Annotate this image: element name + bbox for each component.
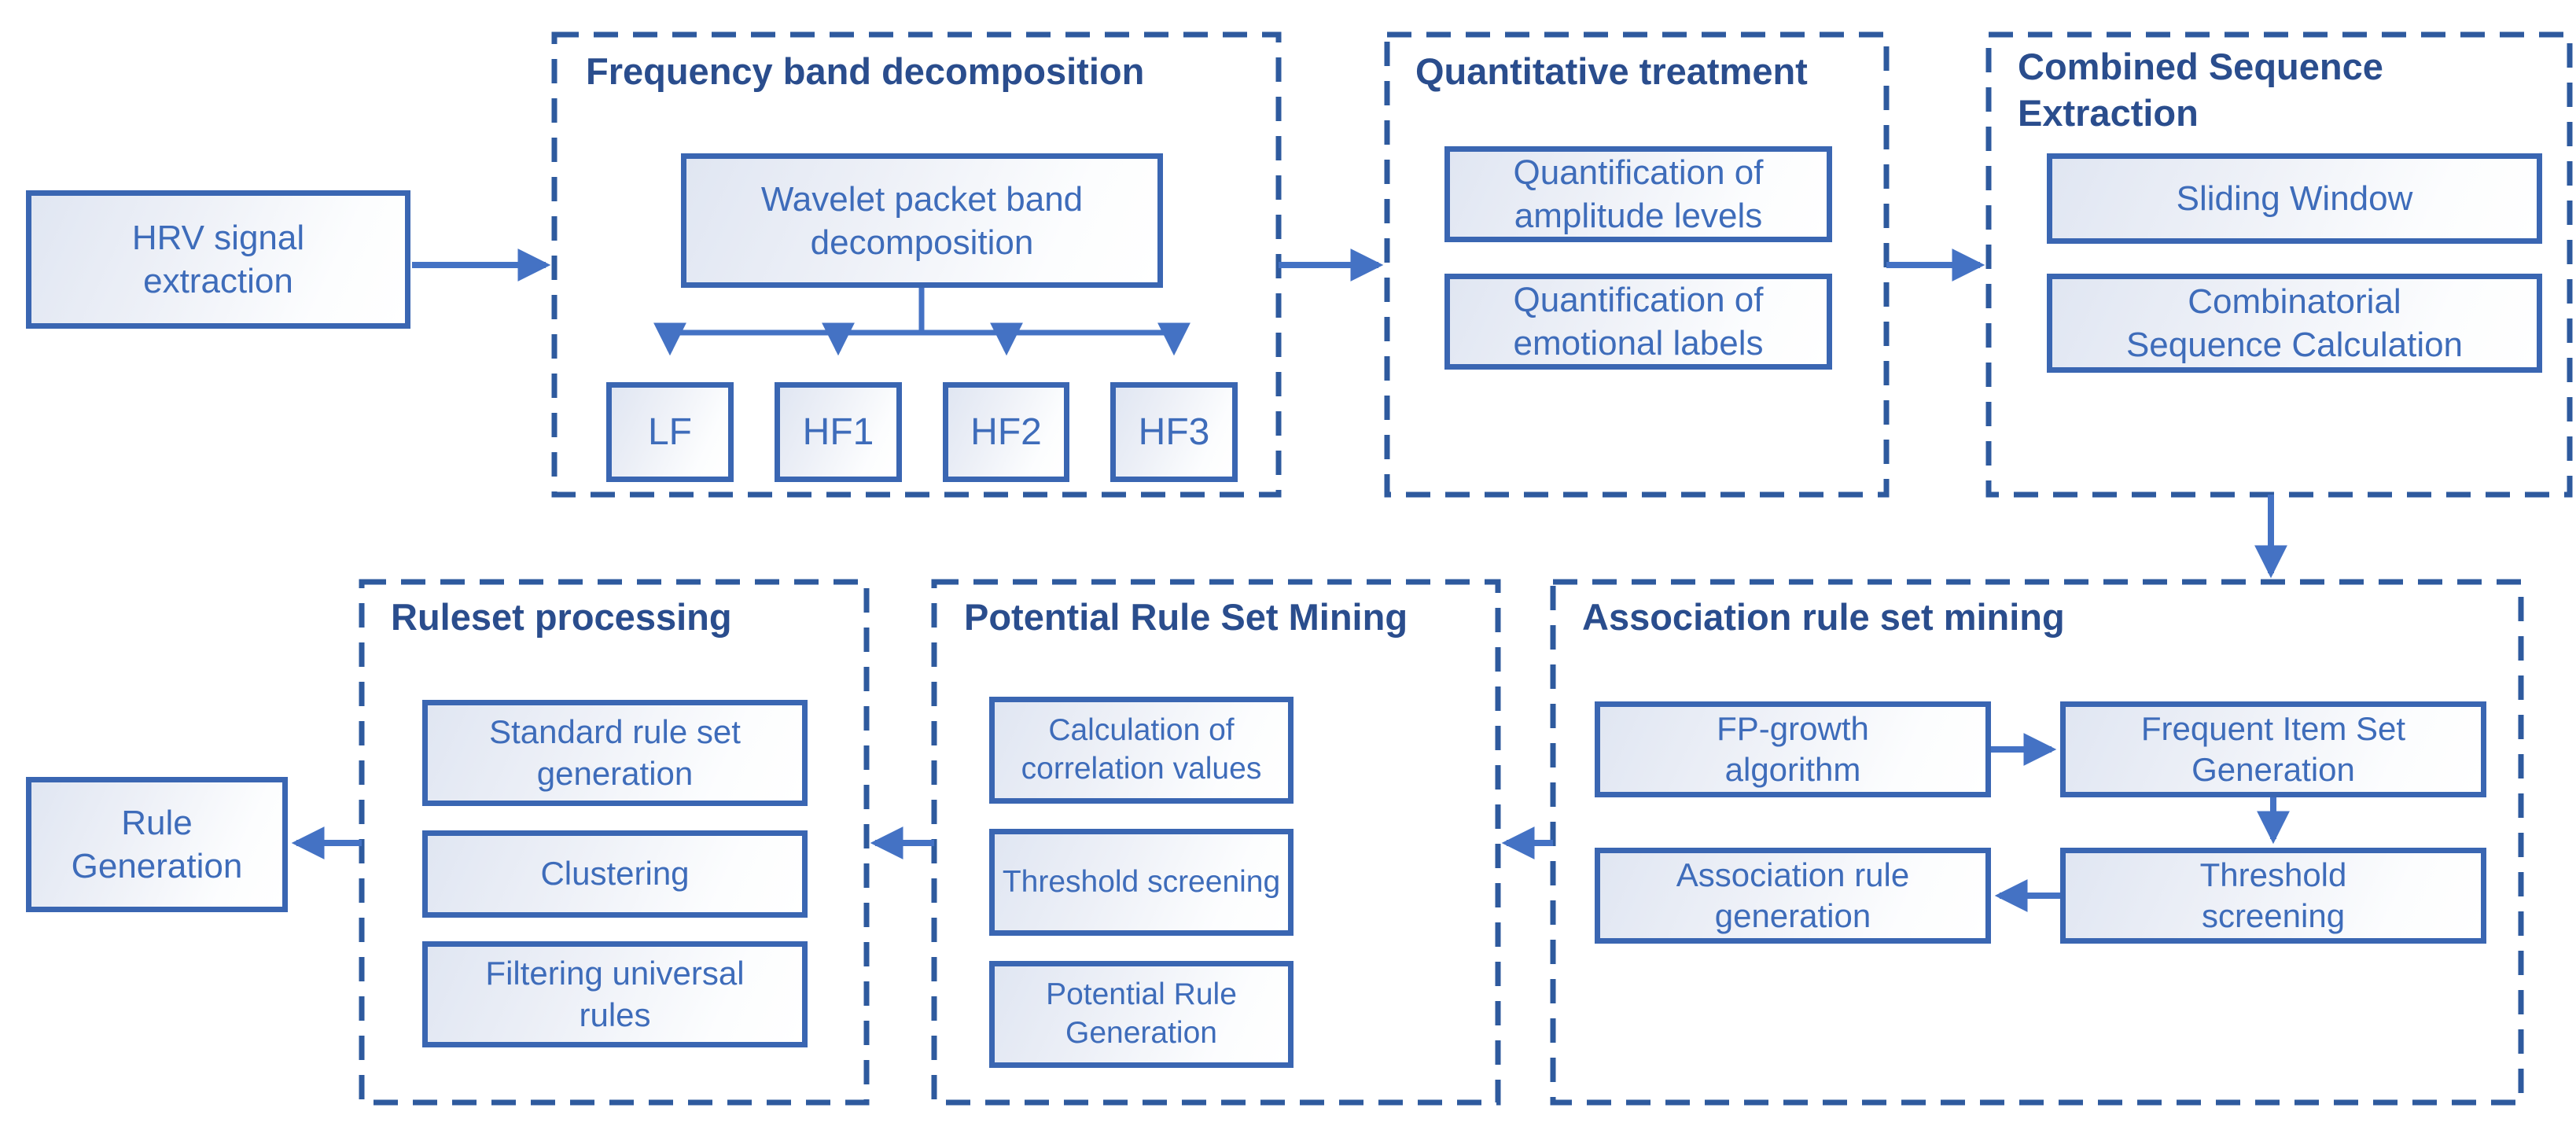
node-sliding-window: Sliding Window xyxy=(2047,153,2542,244)
node-quantification-amplitude-levels: Quantification of amplitude levels xyxy=(1444,146,1832,242)
title-potential-rule-set-mining: Potential Rule Set Mining xyxy=(964,596,1408,638)
node-threshold-screening-association: Threshold screening xyxy=(2060,848,2486,944)
container-association-rule-set-mining xyxy=(1550,579,2524,1106)
title-association-rule-set-mining: Association rule set mining xyxy=(1582,596,2065,638)
node-band-lf: LF xyxy=(606,382,734,482)
node-band-hf1: HF1 xyxy=(775,382,902,482)
node-wavelet-packet-band-decomposition: Wavelet packet band decomposition xyxy=(681,153,1163,288)
title-combined-sequence-extraction: Combined Sequence Extraction xyxy=(2018,46,2383,134)
node-band-hf3: HF3 xyxy=(1110,382,1238,482)
title-quantitative-treatment: Quantitative treatment xyxy=(1415,50,1808,92)
container-quantitative-treatment xyxy=(1384,31,1890,498)
node-threshold-screening-potential: Threshold screening xyxy=(989,829,1294,936)
node-standard-rule-set-generation: Standard rule set generation xyxy=(422,700,808,806)
node-combinatorial-sequence-calculation: Combinatorial Sequence Calculation xyxy=(2047,274,2542,373)
title-ruleset-processing: Ruleset processing xyxy=(391,596,732,638)
node-fp-growth-algorithm: FP-growth algorithm xyxy=(1595,701,1991,797)
node-frequent-item-set-generation: Frequent Item Set Generation xyxy=(2060,701,2486,797)
node-quantification-emotional-labels: Quantification of emotional labels xyxy=(1444,274,1832,370)
node-filtering-universal-rules: Filtering universal rules xyxy=(422,941,808,1047)
container-combined-sequence-extraction xyxy=(1985,31,2573,498)
title-frequency-band-decomposition: Frequency band decomposition xyxy=(586,50,1145,92)
node-association-rule-generation: Association rule generation xyxy=(1595,848,1991,944)
node-hrv-signal-extraction: HRV signal extraction xyxy=(26,190,410,329)
node-band-hf2: HF2 xyxy=(943,382,1069,482)
node-potential-rule-generation: Potential Rule Generation xyxy=(989,961,1294,1068)
node-rule-generation: Rule Generation xyxy=(26,777,288,912)
node-calculation-of-correlation-values: Calculation of correlation values xyxy=(989,697,1294,804)
node-clustering: Clustering xyxy=(422,830,808,918)
